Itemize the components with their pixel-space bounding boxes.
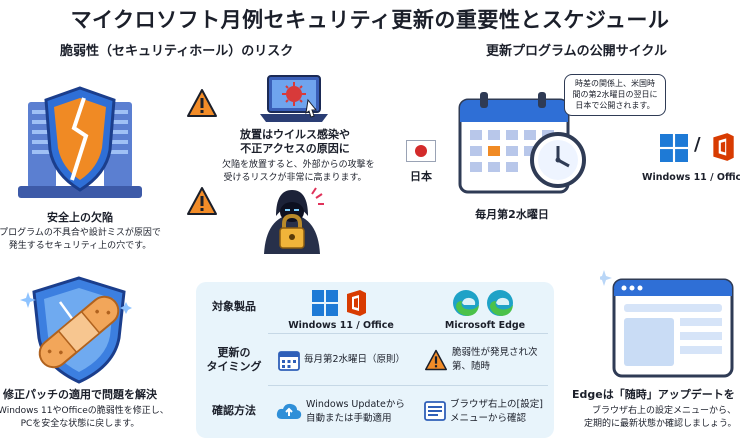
shield-server-icon [18, 86, 142, 198]
virus-laptop-icon [260, 75, 328, 122]
warning-icon [187, 89, 217, 117]
table-divider [268, 385, 548, 386]
edge-logo-icon [453, 290, 479, 316]
calendar-clock-icon [458, 92, 586, 194]
bandaged-shield-icon [20, 276, 132, 384]
windows-logo-icon [312, 290, 338, 316]
japan-label: 日本 [410, 170, 432, 183]
cloud-update-icon [276, 403, 302, 419]
edge-logo-icon [487, 290, 513, 316]
table-divider [268, 333, 548, 334]
calendar-caption: 毎月第2水曜日 [475, 208, 549, 221]
edge-method-line1: ブラウザ右上の[設定] [450, 399, 543, 410]
left-section-title: 脆弱性（セキュリティホール）のリスク [60, 44, 294, 59]
patch-caption-line2: PCを安全な状態に戻します。 [20, 419, 140, 429]
windows-logo-icon [660, 134, 688, 162]
edge-method-line2: メニューから確認 [450, 413, 527, 424]
hacker-lock-icon [264, 187, 324, 254]
settings-menu-icon [424, 401, 446, 421]
edge-label: Microsoft Edge [444, 320, 526, 331]
windows-office-label: Windows 11 / Office [288, 320, 394, 331]
row-label-product: 対象製品 [212, 300, 256, 313]
warning-icon [187, 187, 217, 215]
calendar-small-icon [278, 351, 300, 371]
japan-flag-icon [406, 140, 436, 162]
page-title: マイクロソフト月例セキュリティ更新の重要性とスケジュール [70, 8, 670, 32]
edge-timing-line1: 脆弱性が発見され次 [452, 347, 538, 358]
vulnerability-caption-line2: 発生するセキュリティ上の穴です。 [8, 241, 152, 251]
patch-caption-line1: Windows 11やOfficeの脆弱性を修正し、 [0, 406, 169, 416]
edge-caption-title: Edgeは「随時」アップデートを [572, 388, 735, 401]
bubble-line3: 日本で公開されます。 [575, 100, 655, 110]
patch-caption-title: 修正パッチの適用で問題を解決 [3, 388, 157, 401]
edge-timing-line2: 第、随時 [452, 361, 491, 372]
logo-separator: / [694, 134, 701, 155]
bubble-line2: 間の第2水曜日の翌日に [572, 89, 658, 99]
right-windows-office-label: Windows 11 / Office [642, 172, 740, 183]
risk-title-line1: 放置はウイルス感染や [240, 128, 350, 141]
bubble-line1: 時差の関係上、米国時 [575, 79, 655, 88]
timezone-note-bubble: 時差の関係上、米国時 間の第2水曜日の翌日に 日本で公開されます。 [564, 74, 666, 117]
office-logo-icon [347, 290, 366, 316]
windows-office-method-line1: Windows Updateから [306, 399, 405, 410]
warning-icon [424, 349, 447, 371]
edge-caption-line2: 定期的に最新状態か確認しましょう。 [584, 419, 737, 429]
vulnerability-caption-title: 安全上の欠陥 [47, 211, 113, 224]
right-section-title: 更新プログラムの公開サイクル [486, 44, 667, 59]
row-label-timing: 更新の タイミング [206, 346, 262, 374]
risk-text-line2: 受けるリスクが非常に高まります。 [223, 173, 367, 183]
windows-office-timing: 毎月第2水曜日（原則） [304, 354, 406, 365]
edge-caption-line1: ブラウザ右上の設定メニューから、 [592, 406, 737, 416]
row-label-method: 確認方法 [212, 404, 256, 417]
risk-text-line1: 欠陥を放置すると、外部からの攻撃を [222, 160, 375, 170]
office-logo-icon [713, 133, 734, 161]
browser-window-icon [600, 270, 734, 378]
risk-title-line2: 不正アクセスの原因に [240, 142, 350, 155]
vulnerability-caption-line1: プログラムの不具合や設計ミスが原因で [0, 228, 161, 238]
windows-office-method-line2: 自動または手動適用 [306, 413, 392, 424]
